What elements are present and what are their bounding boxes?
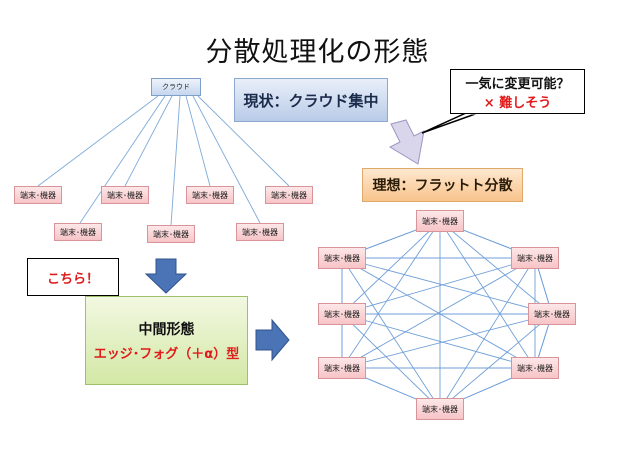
terminal-node: 端末･機器 — [236, 223, 284, 241]
terminal-node: 端末･機器 — [416, 398, 464, 420]
terminal-node: 端末･機器 — [511, 357, 559, 379]
mesh-link — [341, 257, 553, 315]
terminal-node: 端末･機器 — [528, 303, 576, 325]
terminal-node: 端末･機器 — [101, 186, 149, 204]
down-arrow-icon — [144, 258, 188, 294]
cloud-node: クラウド — [151, 78, 201, 96]
terminal-node: 端末･機器 — [186, 186, 234, 204]
terminal-node: 端末･機器 — [14, 186, 62, 204]
tree-link — [170, 95, 181, 226]
tree-link — [79, 95, 166, 224]
terminal-node: 端末･機器 — [318, 357, 366, 379]
tree-link — [37, 95, 159, 187]
terminal-node: 端末･機器 — [318, 247, 366, 269]
current-state-box: 現状：クラウド集中 — [234, 78, 388, 122]
page-title: 分散処理化の形態 — [205, 37, 430, 68]
callout-tail-top — [421, 112, 479, 134]
callout-here: こちら！ — [27, 258, 119, 296]
callout-question: 一気に変更可能？ × 難しそう — [450, 69, 585, 114]
diagonal-arrow-icon — [388, 119, 425, 165]
callout-question-line2: × 難しそう — [483, 95, 552, 111]
mesh-link — [439, 257, 536, 410]
mesh-link — [341, 313, 536, 369]
mesh-link — [341, 313, 553, 369]
callout-question-line1: 一気に変更可能？ — [465, 76, 570, 92]
mesh-link — [341, 257, 441, 410]
terminal-node: 端末･機器 — [318, 303, 366, 325]
mesh-link — [439, 313, 553, 410]
tree-link — [192, 95, 261, 224]
mesh-link — [341, 313, 441, 410]
terminal-node: 端末･機器 — [416, 210, 464, 232]
ideal-state-box: 理想：フラットト分散 — [362, 168, 523, 202]
intermediate-form-box: 中間形態 エッジ･フォグ（＋α）型 — [85, 296, 248, 385]
terminal-node: 端末･機器 — [511, 247, 559, 269]
tree-link — [197, 95, 290, 187]
terminal-node: 端末･機器 — [265, 186, 313, 204]
right-arrow-icon — [255, 318, 290, 362]
mesh-link — [439, 220, 536, 369]
intermediate-form-subtitle: エッジ･フォグ（＋α）型 — [93, 347, 240, 362]
terminal-node: 端末･機器 — [147, 225, 195, 243]
tree-link — [185, 95, 211, 187]
mesh-link — [341, 220, 441, 315]
tree-link — [124, 95, 173, 187]
mesh-link — [341, 220, 441, 369]
mesh-link — [341, 257, 536, 315]
terminal-node: 端末･機器 — [54, 223, 102, 241]
mesh-link — [341, 257, 536, 369]
mesh-link — [439, 220, 553, 315]
intermediate-form-title: 中間形態 — [138, 322, 195, 338]
